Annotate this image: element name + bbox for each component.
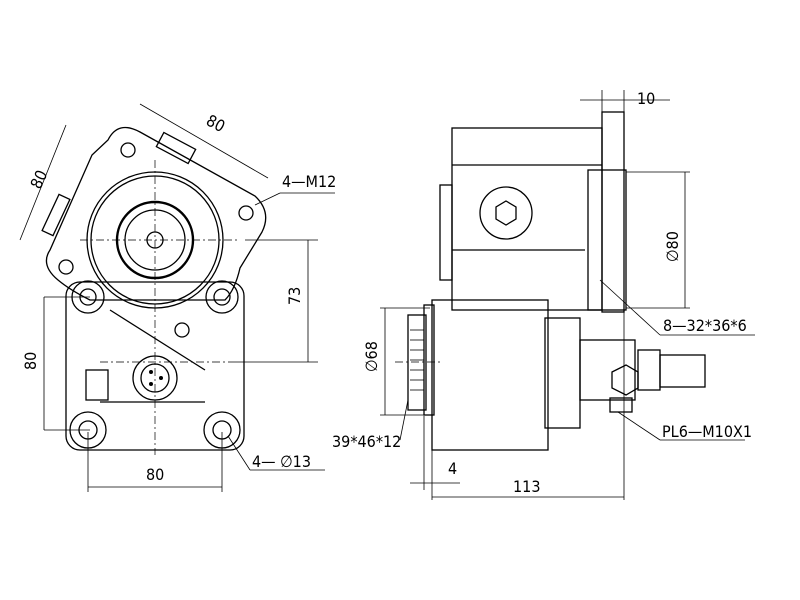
rotated-flange-outline: [45, 126, 267, 301]
boss-left: [41, 193, 71, 237]
fitting: [85, 369, 109, 401]
hex-nut: [611, 364, 639, 396]
dim-hole-horizontal: 80: [146, 465, 164, 484]
side-view: 10 ∅80 8—32*36*6 ∅68 39*46*12 PL6—M10X1 …: [332, 89, 755, 500]
hex-socket: [495, 200, 517, 226]
lower-body: [431, 299, 549, 451]
dim-spline-input: 8—32*36*6: [663, 316, 747, 335]
flange-holes: [58, 142, 254, 338]
front-view: 80 80 4—M12 73 80 80 4— ∅13: [19, 103, 336, 492]
hole: [238, 205, 254, 221]
dim-pilot-diameter: ∅80: [663, 231, 682, 262]
dim-73: 73: [285, 287, 304, 305]
dim-hole-vertical: 80: [21, 352, 40, 370]
dim-mount-holes: 4— ∅13: [252, 452, 311, 471]
dim-thread-holes: 4—M12: [282, 172, 336, 191]
port-connector: [659, 354, 706, 388]
pilot: [587, 169, 627, 311]
dim-length: 113: [513, 477, 540, 496]
output-spline: [407, 314, 427, 411]
dim-port: PL6—M10X1: [662, 422, 752, 441]
upper-block: [451, 127, 603, 311]
dim-offset: 4: [448, 459, 457, 478]
dim-shaft-diameter: ∅68: [362, 341, 381, 372]
hole: [120, 142, 136, 158]
valve-block: [579, 339, 636, 401]
dim-flange-thickness: 10: [637, 89, 655, 108]
hole: [174, 322, 190, 338]
hole: [58, 259, 74, 275]
boss-top: [155, 131, 197, 165]
spline-teeth: [410, 329, 424, 391]
bolt-head: [479, 186, 533, 240]
connector-hex: [132, 355, 178, 401]
side-boss: [439, 184, 453, 281]
mount-flange: [601, 111, 625, 313]
port-fitting: [609, 397, 633, 413]
dim-spline-output: 39*46*12: [332, 432, 401, 451]
dim-flange-top: 80: [203, 111, 228, 136]
port-nut: [637, 349, 661, 391]
pump-cover: [544, 317, 581, 429]
